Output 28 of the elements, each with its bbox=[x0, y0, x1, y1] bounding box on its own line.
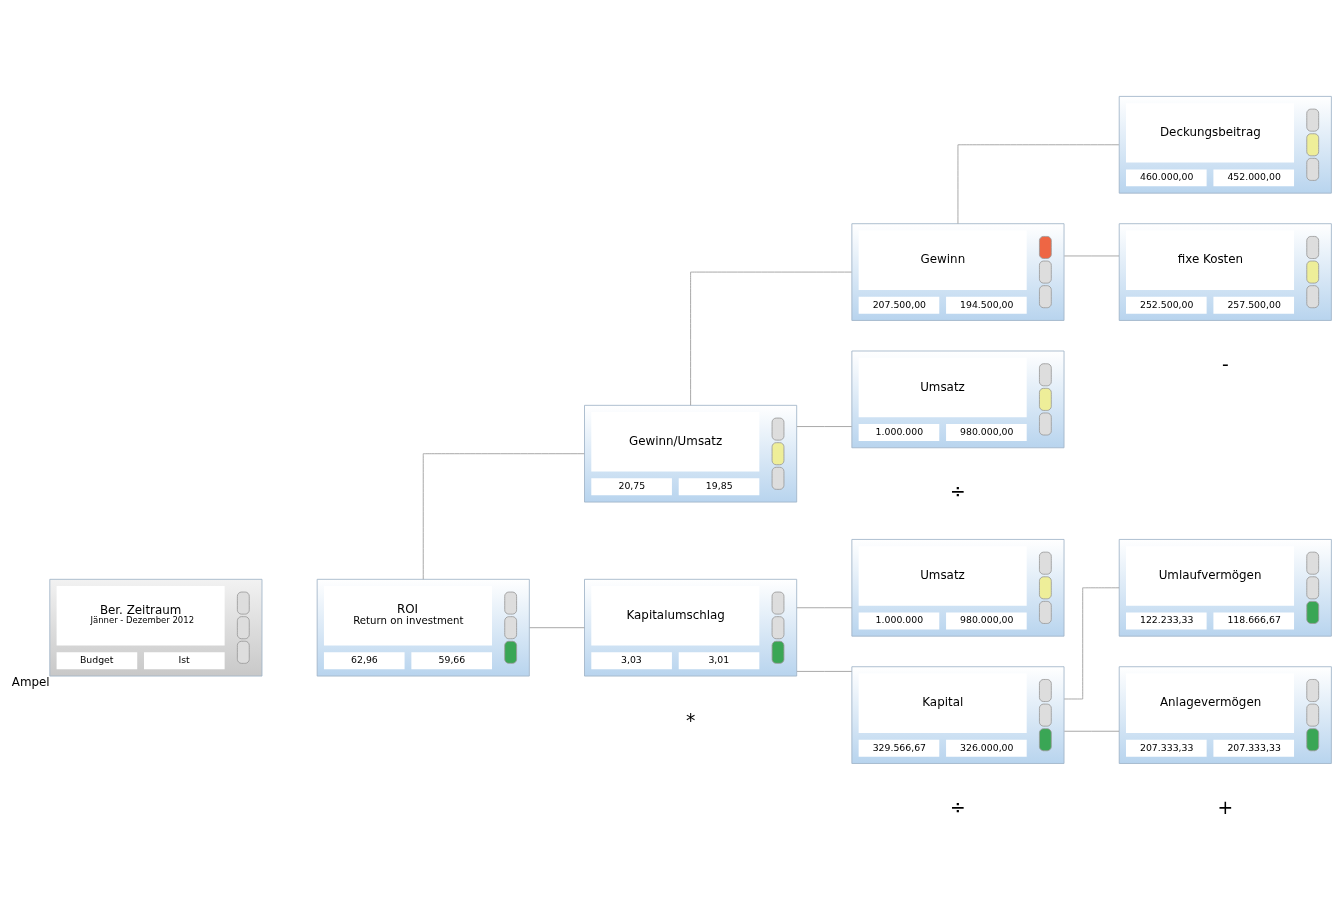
label: ÷ bbox=[950, 796, 966, 818]
label: - bbox=[1221, 353, 1229, 375]
node-box: Kapital 329.566,67 326.000,00 bbox=[851, 665, 1065, 764]
node-label: Ampel bbox=[11, 674, 50, 689]
connector bbox=[796, 670, 853, 672]
node-box: Umsatz 1.000.000 980.000,00 bbox=[851, 350, 1065, 448]
node-box: Kapitalumschlag 3,03 3,01 bbox=[584, 578, 798, 676]
node-box: ROI Return on investment 62,96 59,66 bbox=[316, 578, 530, 676]
connector bbox=[1063, 730, 1120, 732]
label: + bbox=[1217, 796, 1234, 818]
connector bbox=[1063, 255, 1120, 256]
node-box: Anlagevermögen 207.333,33 207.333,33 bbox=[1118, 665, 1332, 764]
connector bbox=[796, 425, 853, 427]
node-box: fixe Kosten 252.500,00 257.500,00 bbox=[1118, 222, 1332, 321]
node-box: Gewinn/Umsatz 20,75 19,85 bbox=[584, 404, 798, 502]
node-box: Deckungsbeitrag 460.000,00 452.000,00 bbox=[1118, 95, 1332, 194]
node-box: Umsatz 1.000.000 980.000,00 bbox=[851, 538, 1065, 637]
node-box: Umlaufvermögen 122.233,33 118.666,67 bbox=[1118, 538, 1332, 637]
connector bbox=[529, 626, 585, 628]
connector bbox=[796, 606, 853, 608]
node-box: Gewinn 207.500,00 194.500,00 bbox=[851, 222, 1065, 321]
connector bbox=[1063, 586, 1120, 699]
node-box: Ber. Zeitraum Jänner - Dezember 2012 Budget Ist bbox=[49, 578, 263, 676]
connector bbox=[422, 452, 585, 580]
label: * bbox=[685, 709, 696, 731]
label: ÷ bbox=[950, 480, 966, 502]
connector bbox=[957, 143, 1120, 224]
connector bbox=[690, 271, 852, 406]
